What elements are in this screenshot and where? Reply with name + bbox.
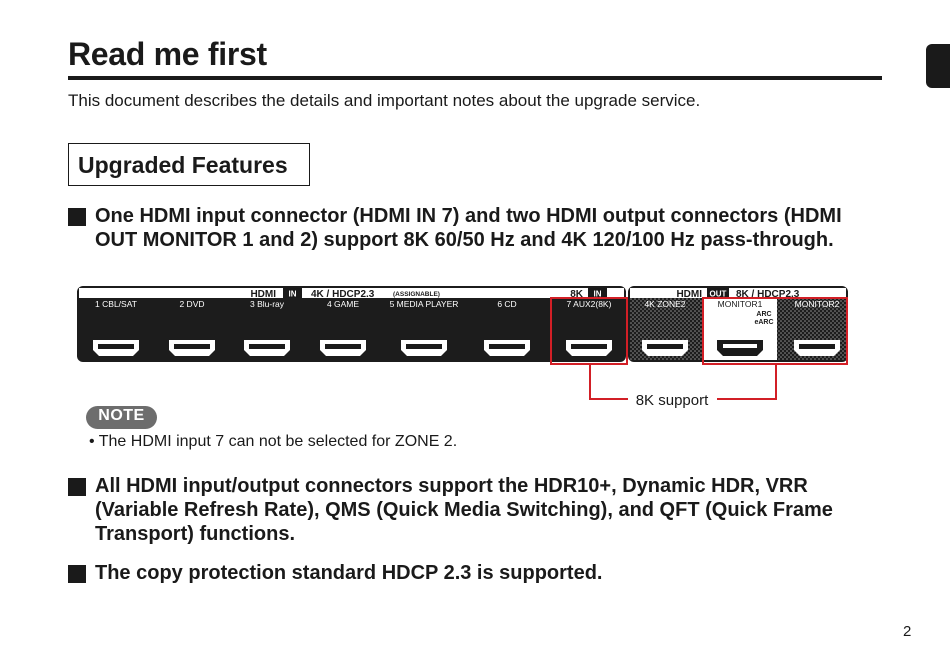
note-label: NOTE bbox=[98, 407, 145, 424]
out-badge: OUT bbox=[710, 290, 727, 299]
earc-label: eARC bbox=[754, 319, 773, 326]
hdmi-port-2 bbox=[169, 340, 215, 356]
hdmi-port-monitor1 bbox=[717, 340, 763, 356]
hdmi-port-6 bbox=[484, 340, 530, 356]
feature-hdr-vrr: All HDMI input/output connectors support… bbox=[95, 475, 833, 545]
hdmi-port-monitor2 bbox=[794, 340, 840, 356]
arc-label: ARC bbox=[756, 311, 771, 318]
in-badge-bg bbox=[283, 288, 302, 298]
page-number: 2 bbox=[903, 623, 912, 640]
input-label-7: 7 AUX2(8K) bbox=[567, 299, 612, 309]
input-label-6: 6 CD bbox=[497, 299, 516, 309]
8k-support-callout: 8K support bbox=[636, 392, 709, 409]
in8k-badge: IN bbox=[594, 290, 602, 299]
output-label-monitor1: MONITOR1 bbox=[718, 299, 763, 309]
in8k-label: 8K bbox=[570, 289, 584, 300]
output-label-monitor2: MONITOR2 bbox=[795, 299, 840, 309]
hdmi-port-zone2 bbox=[642, 340, 688, 356]
feature-hdmi-8k: One HDMI input connector (HDMI IN 7) and… bbox=[95, 205, 842, 251]
in-badge: IN bbox=[289, 290, 297, 299]
square-bullet-icon bbox=[68, 565, 86, 583]
note-badge bbox=[86, 406, 157, 429]
output-label-zone2: 4K ZONE2 bbox=[644, 299, 685, 309]
hdmi-port-1 bbox=[93, 340, 139, 356]
square-bullet-icon bbox=[68, 208, 86, 226]
note-text: • The HDMI input 7 can not be selected f… bbox=[89, 433, 458, 450]
square-bullet-icon bbox=[68, 478, 86, 496]
hdmi-port-3 bbox=[244, 340, 290, 356]
section-heading: Upgraded Features bbox=[78, 152, 288, 178]
in-hdcp-label: 4K / HDCP2.3 bbox=[311, 289, 375, 300]
hdmi-port-5 bbox=[401, 340, 447, 356]
in-hdmi-label: HDMI bbox=[250, 289, 276, 300]
feature-hdcp: The copy protection standard HDCP 2.3 is… bbox=[95, 562, 603, 584]
8k-highlight bbox=[550, 297, 848, 400]
intro-text: This document describes the details and … bbox=[68, 91, 701, 110]
assignable-label: (ASSIGNABLE) bbox=[393, 291, 440, 298]
section-heading-box bbox=[68, 143, 310, 186]
input-label-1: 1 CBL/SAT bbox=[95, 299, 137, 309]
title-rule bbox=[68, 76, 882, 80]
chapter-tab bbox=[926, 44, 950, 88]
input-label-4: 4 GAME bbox=[327, 299, 359, 309]
input-label-2: 2 DVD bbox=[179, 299, 204, 309]
out-hdmi-label: HDMI bbox=[676, 289, 702, 300]
input-label-5: 5 MEDIA PLAYER bbox=[390, 299, 459, 309]
hdmi-port-4 bbox=[320, 340, 366, 356]
out-hdcp-label: 8K / HDCP2.3 bbox=[736, 289, 800, 300]
input-label-3: 3 Blu-ray bbox=[250, 299, 285, 309]
page-title: Read me first bbox=[68, 36, 267, 72]
hdmi-port-7 bbox=[566, 340, 612, 356]
